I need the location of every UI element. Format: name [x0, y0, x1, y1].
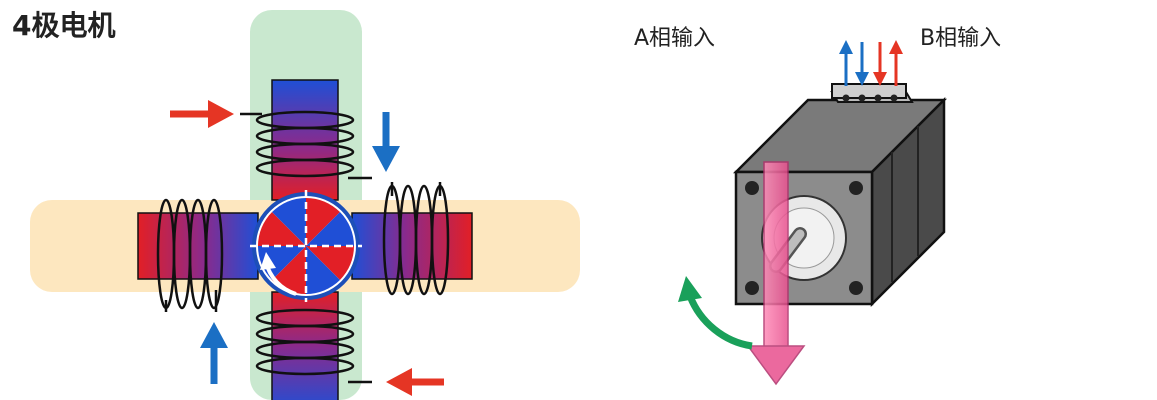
pole-b-left	[137, 212, 259, 280]
pole-a-top	[271, 79, 339, 201]
b-phase-input-label: B相输入	[920, 26, 1002, 51]
current-arrow-blue-bottom	[200, 322, 228, 384]
direction-arrow	[746, 161, 806, 386]
current-arrow-red-top	[170, 100, 234, 128]
pole-a-bottom	[271, 291, 339, 400]
input-arrows	[839, 40, 903, 86]
coil-b-left	[156, 198, 224, 312]
rotor-rotation-arrow	[260, 252, 276, 270]
diagram-title: 4极电机	[12, 9, 116, 42]
current-arrow-red-bottom	[386, 368, 444, 396]
pole-b-right	[351, 212, 473, 280]
rotor	[250, 190, 362, 302]
current-arrow-blue-top	[372, 112, 400, 172]
rotation-direction-arrow	[678, 276, 753, 350]
coil-a-top	[240, 110, 372, 180]
a-phase-input-label: A相输入	[634, 26, 716, 51]
coil-b-right	[382, 182, 450, 296]
coil-a-bottom	[255, 308, 372, 384]
